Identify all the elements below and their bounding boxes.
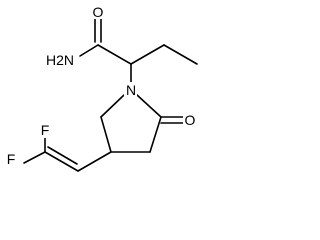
atom-label-lactam-oxygen: O bbox=[185, 112, 196, 128]
label-bg-o2 bbox=[183, 112, 196, 128]
bond-vinyl-double-2 bbox=[47, 146, 78, 165]
label-bg-nh2 bbox=[44, 52, 76, 68]
atom-label-fluorine-lower: F bbox=[7, 151, 16, 167]
bond-amide-c-alpha bbox=[97, 44, 132, 65]
bond-n-ch2 bbox=[100, 94, 125, 118]
bond-alpha-ch2 bbox=[130, 44, 165, 65]
label-bg-o1 bbox=[92, 4, 104, 19]
atom-labels: O H2N N O F F bbox=[5, 4, 196, 167]
bond-amide-c-n bbox=[79, 44, 99, 57]
chemical-structure-diagram: O H2N N O F F bbox=[5, 4, 198, 172]
bond-ch2-ch bbox=[100, 116, 112, 153]
atom-label-fluorine-upper: F bbox=[41, 122, 50, 138]
bond-ch2-ch3 bbox=[163, 44, 198, 65]
label-bg-n1 bbox=[124, 82, 137, 98]
bond-c-f-lower bbox=[23, 151, 46, 164]
atom-label-ring-nitrogen: N bbox=[126, 82, 136, 98]
bond-ch2-carbonyl-c bbox=[149, 116, 162, 153]
label-bg-f2 bbox=[5, 151, 17, 167]
bonds bbox=[23, 17, 198, 172]
bond-ch-vinyl bbox=[77, 151, 112, 172]
label-bg-f1 bbox=[39, 122, 51, 138]
atom-label-amine-nitrogen: H2N bbox=[46, 52, 74, 68]
atom-label-amide-oxygen: O bbox=[93, 4, 104, 20]
bond-n-carbonyl-c bbox=[136, 94, 162, 118]
bond-vinyl-double-1 bbox=[44, 151, 79, 172]
